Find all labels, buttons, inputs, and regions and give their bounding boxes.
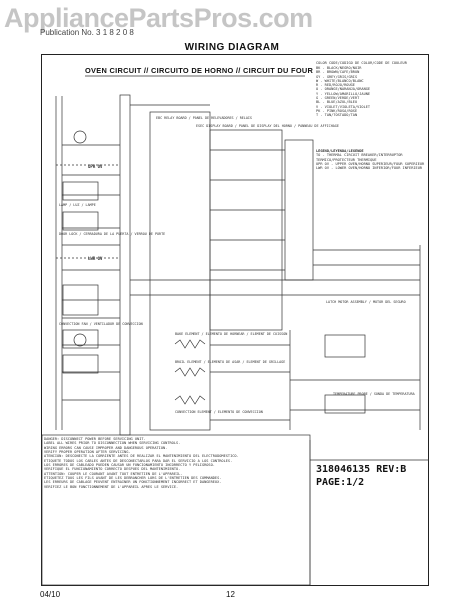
broil-element-label: BROIL ELEMENT / ELEMENTO DE ASAR / ELEME… bbox=[175, 360, 286, 364]
door-lock-label: DOOR LOCK / CERRADURA DE LA PUERTA / VER… bbox=[59, 232, 166, 236]
symbol-legend-item: LWR OV - LOWER OVEN/HORNO INFERIOR/FOUR … bbox=[316, 166, 423, 171]
safety-note-line: VERIFIEZ LE BON FONCTIONNEMENT DE L'APPA… bbox=[44, 484, 179, 489]
color-code-item: O - ORANGE/NARANJA/ORANGE bbox=[316, 87, 371, 92]
ebc-relay-board bbox=[149, 111, 211, 431]
upper-oven-label: UPR OV bbox=[88, 164, 103, 169]
safety-note-line: LOS ERRORES DE CABLEADO PUEDEN CAUSAR UN… bbox=[44, 463, 215, 468]
safety-note-line: LABEL ALL WIRES PRIOR TO DISCONNECTION W… bbox=[44, 441, 181, 446]
door-lock-component bbox=[62, 211, 99, 231]
connector-block-left bbox=[119, 94, 131, 436]
color-code-item: G - GREEN/VERDE/VERT bbox=[316, 96, 360, 101]
temperature-probe-label: TEMPERATURE PROBE / SONDA DE TEMPERATURA bbox=[333, 392, 415, 396]
color-code-item: PK - PINK/ROSA/ROSE bbox=[316, 108, 358, 113]
part-number: 318046135 REV:B bbox=[316, 464, 407, 475]
footer-page-number: 12 bbox=[226, 590, 235, 599]
symbol-legend-title: LEGEND/LEYENDA/LEGENDE bbox=[316, 149, 364, 153]
safety-notes: DANGER: DISCONNECT POWER BEFORE SERVICIN… bbox=[44, 437, 306, 489]
convection-fan-label: CONVECTION FAN / VENTILADOR DE CONVECCIO… bbox=[59, 322, 143, 326]
symbol-legend-item: TO - THERMAL CIRCUIT BREAKER/INTERRUPTOR bbox=[316, 153, 403, 158]
safety-note-line: LES ERREURS DE CABLAGE PEUVENT ENTRAINER… bbox=[44, 480, 222, 485]
safety-note-line: ATENCION: DESCONECTE LA CORRIENTE ANTES … bbox=[44, 454, 239, 459]
latch-motor-label: LATCH MOTOR ASSEMBLY / MOTOR DEL SEGURO bbox=[326, 300, 406, 304]
symbol-legend-item: TERMICO/PROTECTEUR THERMIQUE bbox=[316, 157, 377, 162]
diagram-sheet-border bbox=[41, 54, 429, 586]
color-code-item: W - WHITE/BLANCO/BLANC bbox=[316, 78, 364, 83]
oven-circuit-title: OVEN CIRCUIT // CIRCUITO DE HORNO // CIR… bbox=[85, 66, 314, 75]
latch-switch-component bbox=[324, 334, 366, 358]
latch-component bbox=[62, 284, 99, 316]
footer-date: 04/10 bbox=[40, 590, 61, 599]
color-code-title: COLOR CODE/CODIGO DE COLOR/CODE DE COULE… bbox=[316, 61, 407, 65]
safety-note-line: VERIFY PROPER OPERATION AFTER SERVICING. bbox=[44, 450, 131, 455]
light-label: LAMP / LUZ / LAMPE bbox=[59, 203, 96, 207]
color-code-item: V - VIOLET/VIOLETA/VIOLET bbox=[316, 104, 371, 109]
color-code-item: BR - BROWN/CAFE/BRUN bbox=[316, 70, 360, 75]
safety-note-line: ETIQUETE TODOS LOS CABLES ANTES DE DESCO… bbox=[44, 458, 233, 463]
light-bulb-symbol bbox=[73, 130, 87, 144]
page-label: PAGE:1/2 bbox=[316, 477, 365, 488]
color-code-item: T - TAN/TOSTADO/TAN bbox=[316, 113, 358, 118]
convection-fan-component bbox=[62, 329, 99, 349]
lower-oven-label: LWR OV bbox=[88, 256, 103, 261]
safety-note-line: ATTENTION: COUPER LE COURANT AVANT TOUT … bbox=[44, 471, 183, 476]
bake-element-symbol bbox=[174, 339, 206, 349]
bake-element-label: BAKE ELEMENT / ELEMENTO DE HORNEAR / ELE… bbox=[175, 332, 288, 336]
esec-control-board bbox=[209, 129, 283, 331]
lamp-component bbox=[62, 181, 99, 201]
color-code-item: BK - BLACK/NEGRO/NOIR bbox=[316, 66, 362, 70]
color-code-item: Y - YELLOW/AMARILLO/JAUNE bbox=[316, 91, 371, 96]
esec-board-label: ESEC DISPLAY BOARD / PANEL DE DISPLAY DE… bbox=[196, 124, 339, 128]
connector-block-right bbox=[284, 139, 314, 281]
safety-note-line: VERIFIQUE EL FUNCIONAMIENTO CORRECTO DES… bbox=[44, 467, 181, 472]
publication-number: Publication No. 3 1 8 2 0 8 bbox=[40, 28, 134, 37]
broil-element-symbol bbox=[174, 367, 206, 377]
fan-motor-symbol bbox=[73, 333, 87, 347]
symbol-legend-item: UPR OV - UPPER OVEN/HORNO SUPERIEUR/FOUR… bbox=[316, 161, 425, 166]
convection-element-label: CONVECTION ELEMENT / ELEMENTO DE CONVECC… bbox=[175, 410, 263, 414]
safety-note-line: WIRING ERRORS CAN CAUSE IMPROPER AND DAN… bbox=[44, 445, 168, 450]
probe-component bbox=[324, 394, 366, 414]
watermark: AppliancePartsPros.com bbox=[4, 3, 313, 33]
safety-note-line: ETIQUETEZ TOUS LES FILS AVANT DE LES DEB… bbox=[44, 476, 222, 481]
notes-box bbox=[41, 434, 311, 586]
convection-element-symbol bbox=[174, 395, 206, 405]
lower-lamp-component bbox=[62, 354, 99, 374]
color-code-item: R - RED/ROJO/ROUGE bbox=[316, 83, 355, 88]
page-title: WIRING DIAGRAM bbox=[184, 42, 280, 53]
color-code-item: BL - BLUE/AZUL/BLEU bbox=[316, 100, 358, 105]
safety-note-line: DANGER: DISCONNECT POWER BEFORE SERVICIN… bbox=[44, 437, 146, 441]
color-code-item: GY - GREY/GRIS/GRIS bbox=[316, 74, 358, 79]
ebc-board-label: EBC RELAY BOARD / PANEL DE RELEVADORES /… bbox=[156, 116, 252, 120]
